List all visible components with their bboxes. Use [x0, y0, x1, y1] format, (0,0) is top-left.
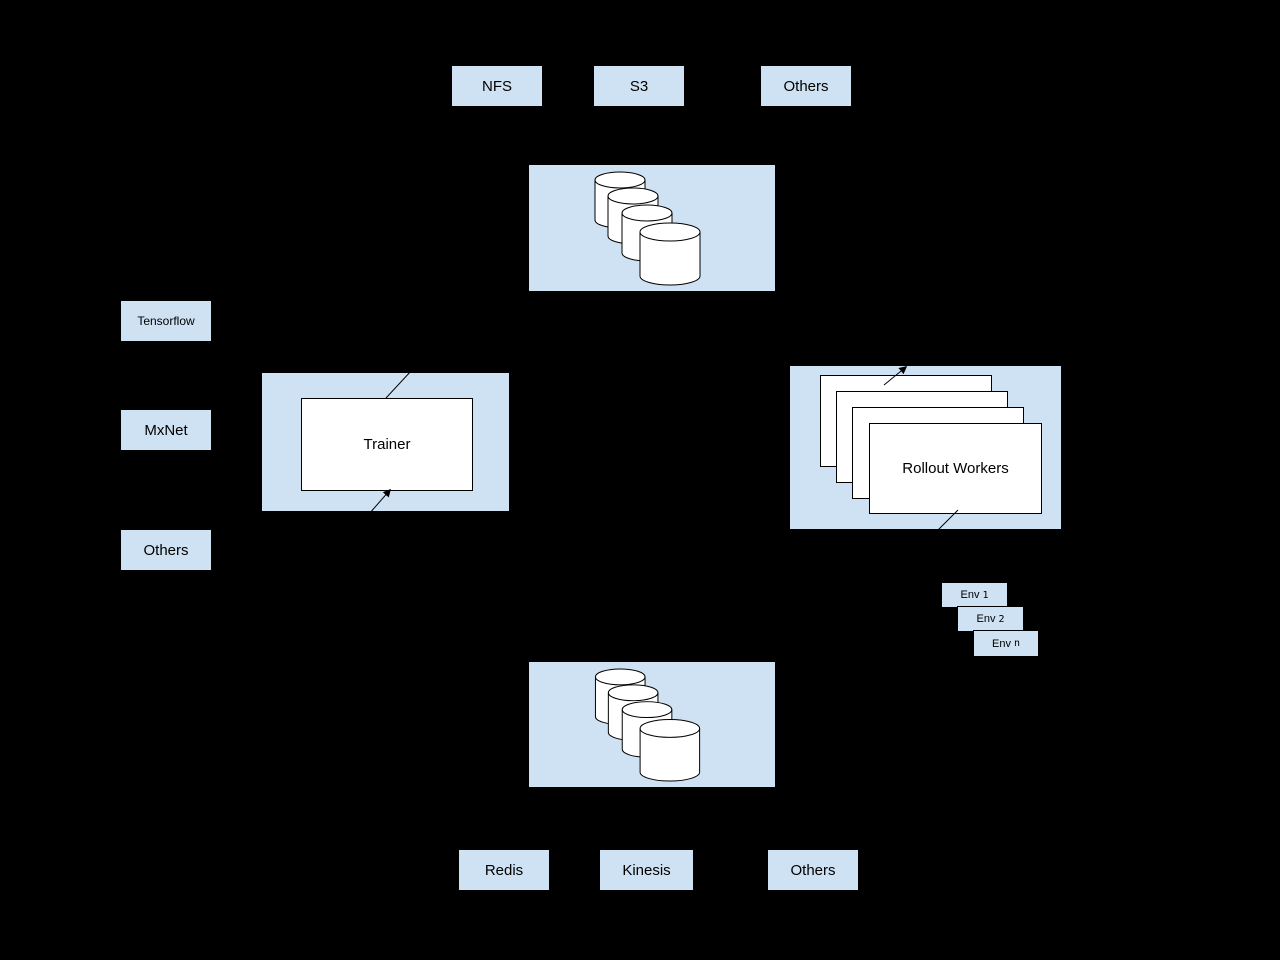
node-mxnet-label: MxNet	[144, 421, 188, 439]
trainer-box: Trainer	[301, 398, 473, 491]
env-1-index: 1	[982, 589, 989, 601]
node-mxnet: MxNet	[121, 410, 211, 450]
node-s3: S3	[594, 66, 684, 106]
node-env-1: Env 1	[941, 582, 1008, 608]
node-others-top-label: Others	[783, 77, 829, 95]
rollout-worker-card-front: Rollout Workers	[869, 423, 1042, 514]
node-others-left: Others	[121, 530, 211, 570]
node-kinesis: Kinesis	[600, 850, 693, 890]
env-2-index: 2	[998, 613, 1005, 625]
node-s3-label: S3	[629, 77, 649, 95]
node-redis: Redis	[459, 850, 549, 890]
experience-storage-panel	[529, 662, 775, 787]
trainer-label: Trainer	[363, 436, 411, 453]
database-stack-icon	[594, 171, 701, 286]
env-n-index: n	[1013, 638, 1020, 649]
node-nfs: NFS	[452, 66, 542, 106]
node-others-bottom: Others	[768, 850, 858, 890]
rollout-workers-panel: Rollout Workers	[790, 366, 1061, 529]
node-tensorflow: Tensorflow	[121, 301, 211, 341]
model-storage-panel	[529, 165, 775, 291]
database-stack-icon	[594, 668, 701, 782]
env-n-prefix: Env	[992, 637, 1011, 650]
node-kinesis-label: Kinesis	[622, 861, 671, 879]
env-1-prefix: Env	[960, 589, 980, 601]
node-others-left-label: Others	[143, 541, 189, 559]
env-2-prefix: Env	[976, 613, 996, 625]
trainer-panel: Trainer	[262, 373, 509, 511]
node-env-2: Env 2	[957, 606, 1024, 632]
node-env-n: Env n	[973, 630, 1039, 657]
node-redis-label: Redis	[484, 861, 524, 879]
node-tensorflow-label: Tensorflow	[137, 314, 195, 328]
node-others-bottom-label: Others	[790, 861, 836, 879]
node-nfs-label: NFS	[482, 77, 512, 95]
node-others-top: Others	[761, 66, 851, 106]
rollout-workers-label: Rollout Workers	[902, 460, 1009, 477]
